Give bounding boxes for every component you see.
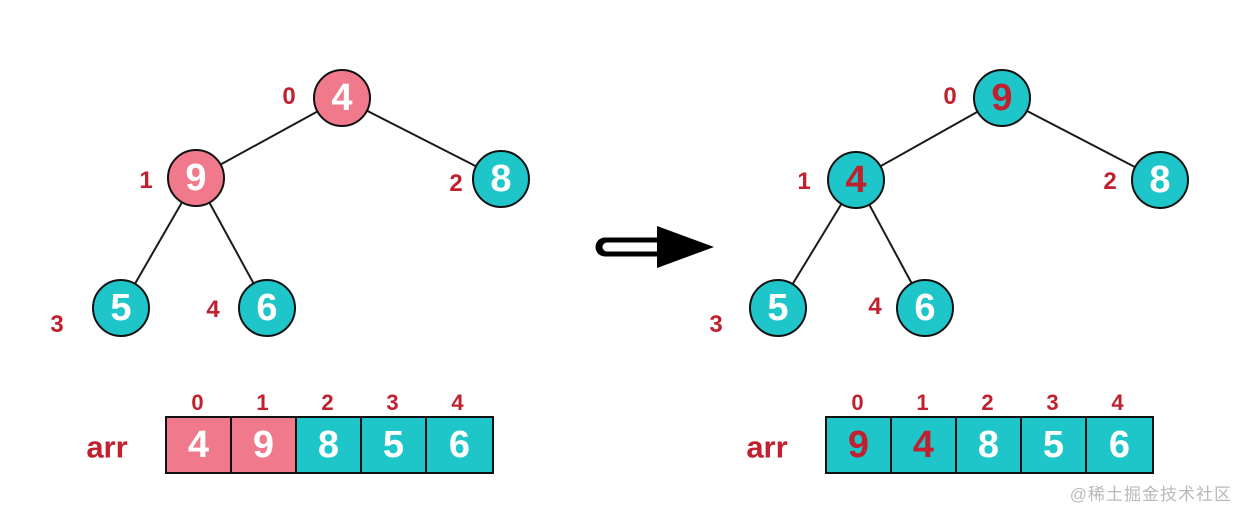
array-cell: 9 bbox=[827, 418, 892, 472]
array-cell: 8 bbox=[957, 418, 1022, 472]
tree-node-index: 0 bbox=[282, 83, 296, 110]
array-index: 0 bbox=[851, 390, 864, 415]
tree-node: 9 bbox=[167, 149, 225, 207]
tree-node: 8 bbox=[1131, 151, 1189, 209]
tree-node-index: 3 bbox=[50, 311, 64, 338]
array-cell: 6 bbox=[427, 418, 492, 472]
tree-node-index: 1 bbox=[797, 168, 811, 195]
array-index: 1 bbox=[256, 390, 269, 415]
array-index: 2 bbox=[981, 390, 994, 415]
array-cell: 8 bbox=[297, 418, 362, 472]
array-index-row: 0 1 2 3 4 bbox=[825, 392, 1150, 414]
tree-node-value: 4 bbox=[845, 159, 867, 201]
array-cell: 4 bbox=[167, 418, 232, 472]
tree-node: 9 bbox=[973, 69, 1031, 127]
array-index: 0 bbox=[191, 390, 204, 415]
tree-node-value: 8 bbox=[490, 158, 512, 200]
tree-node: 4 bbox=[827, 151, 885, 209]
tree-node: 4 bbox=[313, 69, 371, 127]
tree-node-value: 8 bbox=[1149, 159, 1171, 201]
tree-node: 5 bbox=[749, 279, 807, 337]
tree-node-value: 6 bbox=[256, 287, 278, 329]
tree-node-index: 3 bbox=[709, 311, 723, 338]
tree-node-value: 6 bbox=[914, 287, 936, 329]
array-index: 4 bbox=[451, 390, 464, 415]
array-cell: 6 bbox=[1087, 418, 1152, 472]
array-cells: 4 9 8 5 6 bbox=[165, 416, 494, 474]
tree-node-index: 4 bbox=[868, 293, 882, 320]
array-index: 3 bbox=[1046, 390, 1059, 415]
array-label: arr bbox=[86, 429, 128, 465]
array-index-row: 0 1 2 3 4 bbox=[165, 392, 490, 414]
tree-node-value: 5 bbox=[767, 287, 789, 329]
array-index: 4 bbox=[1111, 390, 1124, 415]
watermark: @稀土掘金技术社区 bbox=[1069, 485, 1232, 504]
tree-node-index: 4 bbox=[206, 296, 220, 323]
array-cell: 9 bbox=[232, 418, 297, 472]
tree-node-value: 4 bbox=[331, 77, 353, 119]
tree-node-value: 9 bbox=[991, 77, 1013, 119]
tree-node-index: 2 bbox=[1103, 168, 1117, 195]
tree-node-index: 2 bbox=[449, 170, 463, 197]
tree-node: 6 bbox=[238, 279, 296, 337]
array-index: 3 bbox=[386, 390, 399, 415]
tree-node-index: 0 bbox=[943, 83, 957, 110]
tree-node: 6 bbox=[896, 279, 954, 337]
tree-node-value: 5 bbox=[110, 287, 132, 329]
array-label: arr bbox=[746, 429, 788, 465]
array-cell: 5 bbox=[1022, 418, 1087, 472]
right-arrow-icon bbox=[595, 226, 714, 268]
array-cells: 9 4 8 5 6 bbox=[825, 416, 1154, 474]
array-cell: 5 bbox=[362, 418, 427, 472]
array-index: 2 bbox=[321, 390, 334, 415]
tree-node: 8 bbox=[472, 150, 530, 208]
tree-node: 5 bbox=[92, 279, 150, 337]
tree-node-value: 9 bbox=[185, 157, 207, 199]
tree-node-index: 1 bbox=[139, 167, 153, 194]
array-cell: 4 bbox=[892, 418, 957, 472]
array-index: 1 bbox=[916, 390, 929, 415]
